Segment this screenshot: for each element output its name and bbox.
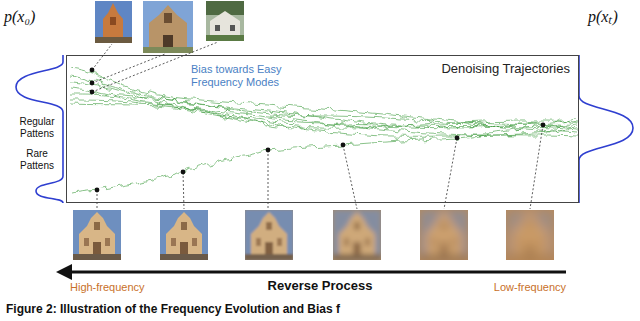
- figure-caption: Figure 2: Illustration of the Frequency …: [6, 303, 340, 317]
- box-title: Denoising Trajectories: [441, 62, 570, 77]
- denoise-snapshot: [73, 210, 121, 260]
- sample-image: [143, 1, 193, 53]
- frequency-label: High-frequency: [70, 281, 145, 294]
- denoise-snapshot: [420, 210, 468, 260]
- diagram-frame: Denoising Trajectories Bias towards Easy …: [66, 55, 579, 203]
- sample-dot: [90, 68, 546, 193]
- axis-label: p(xₜ): [588, 8, 618, 26]
- sample-image: [95, 1, 132, 43]
- frequency-label: Low-frequency: [470, 281, 566, 294]
- annotation: Bias towards Easy Frequency Modes: [189, 62, 317, 89]
- denoise-snapshot: [333, 210, 381, 260]
- density-label: Rare Pattens: [12, 148, 62, 171]
- process-arrow: [56, 264, 566, 280]
- sample-image: [206, 1, 244, 41]
- denoising-trajectories: [70, 68, 578, 193]
- denoise-snapshot: [160, 210, 208, 260]
- denoise-snapshot: [245, 210, 293, 260]
- axis-label: p(x₀): [4, 8, 35, 26]
- density-label: Regular Pattens: [12, 116, 62, 139]
- process-label: Reverse Process: [230, 279, 410, 294]
- denoise-snapshot: [506, 210, 554, 260]
- density-curve: [579, 55, 633, 203]
